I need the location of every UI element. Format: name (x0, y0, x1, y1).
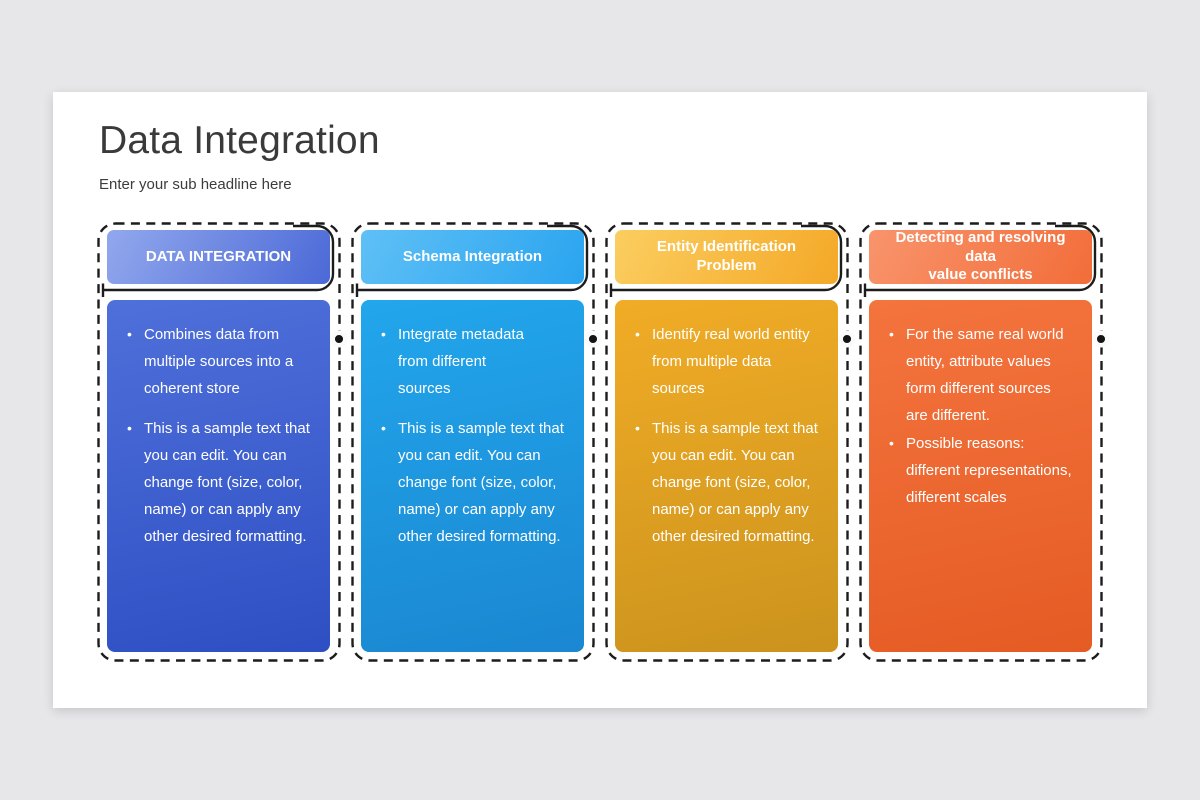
column-header-label: Detecting and resolving data value confl… (895, 228, 1066, 284)
page-subtitle: Enter your sub headline here (99, 175, 292, 193)
column-schema-integration: Schema Integration Integrate metadata fr… (351, 222, 602, 662)
connector-dot-icon (838, 330, 856, 348)
column-value-conflicts: Detecting and resolving data value confl… (859, 222, 1110, 662)
column-entity-identification: Entity Identification Problem Identify r… (605, 222, 856, 662)
bullet-list: Integrate metadata from different source… (378, 321, 576, 550)
columns-row: DATA INTEGRATION Combines data from mult… (97, 222, 1110, 662)
connector-dot-icon (1092, 330, 1110, 348)
bullet-item: Integrate metadata from different source… (378, 321, 576, 402)
bullet-item: This is a sample text that you can edit.… (632, 415, 830, 550)
column-header: Entity Identification Problem (615, 230, 838, 284)
bullet-item: Combines data from multiple sources into… (124, 321, 322, 402)
column-body: For the same real world entity, attribut… (869, 300, 1092, 652)
bullet-item: This is a sample text that you can edit.… (124, 415, 322, 550)
column-body: Integrate metadata from different source… (361, 300, 584, 652)
slide-canvas: Data Integration Enter your sub headline… (53, 92, 1147, 708)
connector-dot-icon (330, 330, 348, 348)
column-header-label: Entity Identification Problem (656, 238, 797, 274)
column-body: Identify real world entity from multiple… (615, 300, 838, 652)
bullet-item: This is a sample text that you can edit.… (378, 415, 576, 550)
column-header: Detecting and resolving data value confl… (869, 228, 1092, 284)
bullet-list: Identify real world entity from multiple… (632, 321, 830, 550)
bullet-item: Possible reasons: different representati… (886, 430, 1084, 511)
column-data-integration: DATA INTEGRATION Combines data from mult… (97, 222, 348, 662)
bullet-list: Combines data from multiple sources into… (124, 321, 322, 550)
bullet-item: Identify real world entity from multiple… (632, 321, 830, 402)
page-title: Data Integration (99, 119, 380, 162)
column-header: DATA INTEGRATION (107, 230, 330, 284)
bullet-list: For the same real world entity, attribut… (886, 321, 1084, 511)
connector-dot-icon (584, 330, 602, 348)
column-body: Combines data from multiple sources into… (107, 300, 330, 652)
column-header: Schema Integration (361, 230, 584, 284)
column-header-label: DATA INTEGRATION (145, 247, 292, 265)
column-header-label: Schema Integration (402, 247, 543, 265)
bullet-item: For the same real world entity, attribut… (886, 321, 1084, 429)
